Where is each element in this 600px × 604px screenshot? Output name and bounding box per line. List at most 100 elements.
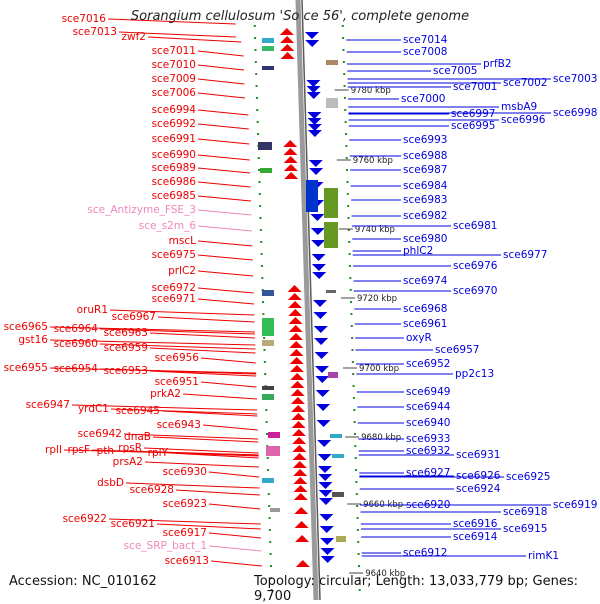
gene-label-right[interactable]: sce7014 <box>403 34 448 46</box>
gene-label-right[interactable]: sce6996 <box>501 114 546 126</box>
gene-label-left[interactable]: pth <box>97 445 114 457</box>
gene-label-right[interactable]: sce6918 <box>503 506 547 518</box>
gene-label-left[interactable]: prlC2 <box>168 265 196 277</box>
gene-label-left[interactable]: rplY <box>148 447 169 459</box>
gene-label-right[interactable]: sce6976 <box>453 260 498 272</box>
gene-label-right[interactable]: pp2c13 <box>455 368 494 380</box>
gene-label-left[interactable]: sce6951 <box>155 376 199 388</box>
gene-label-right[interactable]: oxyR <box>406 332 432 344</box>
gene-label-right[interactable]: sce6949 <box>406 386 450 398</box>
gene-label-left[interactable]: sce_s2m_6 <box>139 220 197 232</box>
gene-label-left[interactable]: sce6953 <box>104 365 148 377</box>
gene-label-left[interactable]: sce6967 <box>112 311 156 323</box>
gene-label-left[interactable]: sce6923 <box>163 498 207 510</box>
gene-label-left[interactable]: rpsF <box>68 444 91 456</box>
gene-label-right[interactable]: sce7000 <box>401 93 445 105</box>
gene-label-left[interactable]: sce6986 <box>152 176 197 188</box>
gene-label-left[interactable]: oruR1 <box>77 304 108 316</box>
gene-label-right[interactable]: sce6974 <box>403 275 448 287</box>
gene-label-left[interactable]: sce7011 <box>152 45 196 57</box>
gene-label-right[interactable]: sce6968 <box>403 303 447 315</box>
gene-label-left[interactable]: sce6930 <box>163 466 207 478</box>
gene-label-left[interactable]: sce6985 <box>152 190 196 202</box>
gene-label-right[interactable]: sce6957 <box>435 344 479 356</box>
gene-label-right[interactable]: sce6977 <box>503 249 547 261</box>
gene-label-left[interactable]: sce6947 <box>26 399 70 411</box>
gene-label-right[interactable]: sce6940 <box>406 417 450 429</box>
gene-label-left[interactable]: sce6994 <box>152 104 197 116</box>
gene-label-right[interactable]: sce6961 <box>403 318 447 330</box>
gene-label-left[interactable]: dsbD <box>97 477 124 489</box>
gene-label-left[interactable]: sce7016 <box>62 13 107 25</box>
gene-label-left[interactable]: yrdC1 <box>78 403 109 415</box>
gene-label-left[interactable]: sce6921 <box>111 518 155 530</box>
gene-label-left[interactable]: rpsR <box>118 442 142 454</box>
gene-label-right[interactable]: sce7008 <box>403 46 447 58</box>
gene-label-left[interactable]: sce6990 <box>152 149 196 161</box>
gene-label-left[interactable]: sce6959 <box>104 342 148 354</box>
gene-label-left[interactable]: sce7009 <box>152 73 196 85</box>
gene-label-right[interactable]: sce6912 <box>403 547 447 559</box>
gene-label-left[interactable]: sce7010 <box>152 59 196 71</box>
gene-label-left[interactable]: sce6965 <box>4 321 48 333</box>
gene-label-right[interactable]: msbA9 <box>501 101 537 113</box>
gene-label-left[interactable]: gst16 <box>18 334 48 346</box>
gene-label-left[interactable]: sce6972 <box>152 282 196 294</box>
gene-label-left[interactable]: sce6954 <box>54 363 99 375</box>
gene-label-left[interactable]: sce7006 <box>152 87 197 99</box>
gene-label-right[interactable]: sce6998 <box>553 107 597 119</box>
gene-label-right[interactable]: phlC2 <box>403 245 433 257</box>
gene-label-right[interactable]: sce7002 <box>503 77 547 89</box>
gene-label-left[interactable]: sce6992 <box>152 118 196 130</box>
gene-label-left[interactable]: zwf2 <box>122 31 146 43</box>
gene-label-left[interactable]: sce6945 <box>116 405 160 417</box>
gene-label-right[interactable]: sce6932 <box>406 445 450 457</box>
gene-label-right[interactable]: sce6983 <box>403 194 447 206</box>
gene-label-right[interactable]: rimK1 <box>528 550 559 562</box>
gene-label-left[interactable]: sce6922 <box>63 513 107 525</box>
gene-label-right[interactable]: sce6952 <box>406 358 450 370</box>
gene-label-right[interactable]: sce6993 <box>403 134 447 146</box>
gene-label-right[interactable]: sce6970 <box>453 285 497 297</box>
gene-label-right[interactable]: sce6927 <box>406 467 450 479</box>
gene-label-right[interactable]: sce6925 <box>506 471 550 483</box>
gene-label-right[interactable]: sce6988 <box>403 150 447 162</box>
gene-label-right[interactable]: sce6931 <box>456 449 500 461</box>
gene-label-right[interactable]: sce7005 <box>433 65 477 77</box>
gene-label-left[interactable]: sce_SRP_bact_1 <box>124 540 207 552</box>
gene-label-right[interactable]: sce6982 <box>403 210 447 222</box>
gene-label-left[interactable]: sce6963 <box>104 327 148 339</box>
gene-label-right[interactable]: sce7003 <box>553 73 597 85</box>
gene-label-left[interactable]: sce6989 <box>152 162 196 174</box>
gene-label-right[interactable]: sce6924 <box>456 483 501 495</box>
gene-label-left[interactable]: sce6943 <box>157 419 201 431</box>
gene-label-right[interactable]: sce6980 <box>403 233 447 245</box>
gene-label-left[interactable]: sce6917 <box>163 527 207 539</box>
gene-label-left[interactable]: prsA2 <box>113 456 143 468</box>
gene-label-left[interactable]: sce7013 <box>73 26 117 38</box>
gene-label-right[interactable]: sce6981 <box>453 220 497 232</box>
gene-label-right[interactable]: sce6914 <box>453 531 498 543</box>
gene-label-left[interactable]: sce6991 <box>152 133 196 145</box>
gene-label-right[interactable]: sce7001 <box>453 81 497 93</box>
gene-label-right[interactable]: sce6997 <box>451 108 495 120</box>
gene-label-left[interactable]: sce6928 <box>130 484 174 496</box>
gene-label-left[interactable]: sce6956 <box>155 352 200 364</box>
gene-label-left[interactable]: sce6955 <box>4 362 48 374</box>
gene-label-right[interactable]: sce6919 <box>553 499 597 511</box>
gene-label-left[interactable]: sce6942 <box>78 428 122 440</box>
gene-label-right[interactable]: sce6933 <box>406 433 450 445</box>
gene-label-left[interactable]: sce6960 <box>54 338 98 350</box>
gene-label-left[interactable]: sce_Antizyme_FSE_3 <box>87 204 196 216</box>
gene-label-left[interactable]: rplI <box>45 444 62 456</box>
gene-label-left[interactable]: sce6913 <box>165 555 209 567</box>
gene-label-right[interactable]: sce6987 <box>403 164 447 176</box>
gene-label-left[interactable]: mscL <box>169 235 196 247</box>
gene-label-left[interactable]: dnaB <box>124 431 151 443</box>
gene-label-left[interactable]: sce6971 <box>152 293 196 305</box>
gene-label-left[interactable]: prkA2 <box>150 388 181 400</box>
gene-label-right[interactable]: sce6995 <box>451 120 495 132</box>
gene-label-right[interactable]: sce6920 <box>406 499 450 511</box>
gene-label-right[interactable]: sce6916 <box>453 518 498 530</box>
gene-label-left[interactable]: sce6964 <box>54 323 99 335</box>
